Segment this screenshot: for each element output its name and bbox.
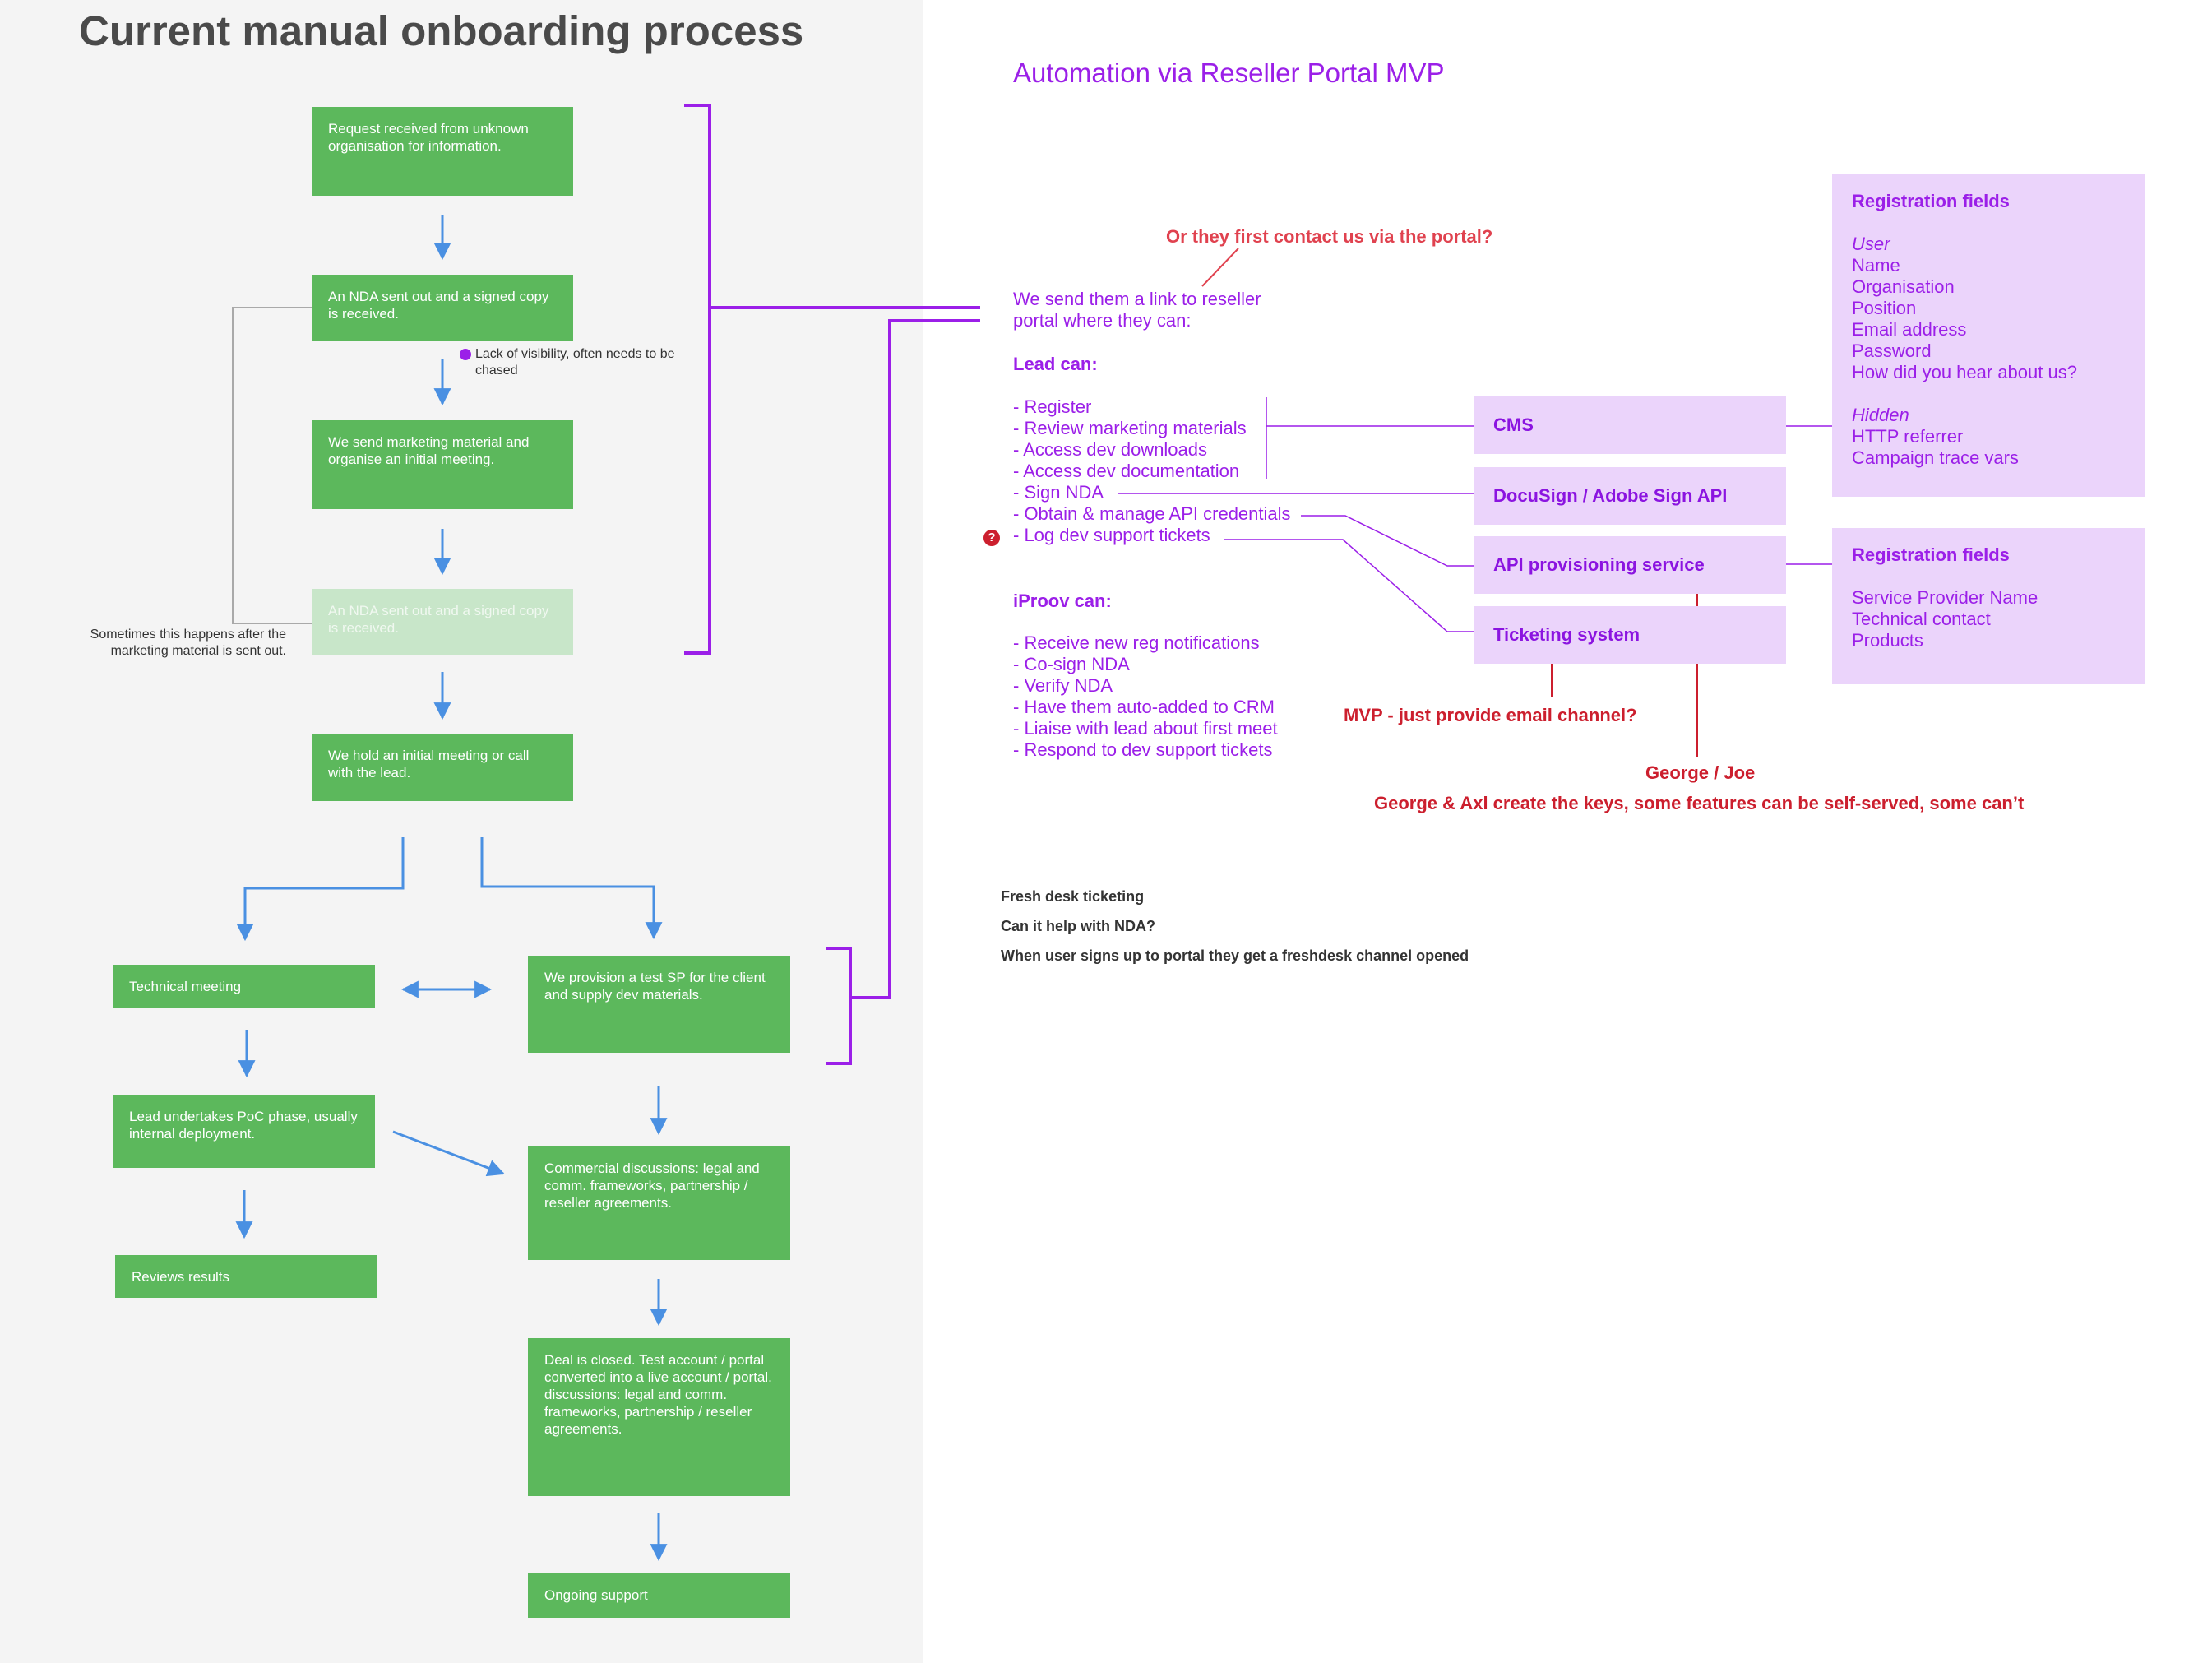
lead-item: - Register [1013, 396, 1092, 417]
sometimes-note: Sometimes this happens after the marketi… [90, 628, 286, 658]
user-label: User [1852, 234, 1890, 254]
step-initial-meeting-label: We hold an initial meeting or call with … [328, 748, 530, 781]
system-cms: CMS [1474, 396, 1786, 454]
step-send-marketing-label: We send marketing material and organise … [328, 434, 530, 467]
step-technical-meeting-label: Technical meeting [129, 979, 242, 994]
mvp-note: MVP - just provide email channel? [1344, 705, 1637, 725]
lead-item: - Log dev support tickets [1013, 525, 1210, 545]
visibility-note: Lack of visibility, often needs to be ch… [475, 347, 675, 378]
sometimes-bracket [232, 307, 312, 624]
iproov-item: - Respond to dev support tickets [1013, 739, 1273, 760]
iproov-capabilities-list: - Receive new reg notifications - Co-sig… [1013, 632, 1278, 761]
iproov-item: - Co-sign NDA [1013, 654, 1130, 674]
iproov-heading: iProov can: [1013, 591, 1112, 611]
reg-field: Campaign trace vars [1852, 447, 2019, 468]
registration-fields-service: Registration fields Service Provider Nam… [1832, 528, 2145, 684]
registration-fields-heading: Registration fields [1852, 544, 2010, 565]
lead-item: - Access dev downloads [1013, 439, 1208, 460]
intro-text: We send them a link to reseller portal w… [1013, 289, 1261, 331]
lead-capabilities-list: - Register - Review marketing materials … [1013, 396, 1291, 546]
step-ongoing-support-label: Ongoing support [544, 1587, 648, 1603]
question-icon: ? [983, 530, 1000, 546]
arrow-meeting-to-technical [236, 837, 405, 942]
step-deal-closed: Deal is closed. Test account / portal co… [528, 1338, 790, 1496]
line-tickets-to-ticketing [1224, 539, 1474, 632]
line-credentials-to-api [1301, 515, 1474, 567]
reg-field: Technical contact [1852, 609, 1991, 629]
nda-help-note: Can it help with NDA? [1001, 918, 1155, 934]
hidden-label: Hidden [1852, 405, 1909, 425]
registration-fields-user: Registration fields User Name Organisati… [1832, 174, 2145, 497]
intro-line-2: portal where they can: [1013, 310, 1192, 331]
purple-bracket-bottom [826, 947, 852, 1065]
step-reviews-results-label: Reviews results [132, 1269, 230, 1285]
step-provision-test-sp-label: We provision a test SP for the client an… [544, 970, 766, 1003]
lead-item: - Review marketing materials [1013, 418, 1247, 438]
step-reviews-results: Reviews results [115, 1255, 377, 1298]
step-request-received-label: Request received from unknown organisati… [328, 121, 529, 154]
system-api-provisioning-label: API provisioning service [1493, 554, 1705, 575]
lead-heading: Lead can: [1013, 354, 1098, 374]
arrow-meeting-to-provision [480, 837, 663, 940]
first-contact-question: Or they first contact us via the portal? [1166, 226, 1493, 247]
fresh-desk-note: Fresh desk ticketing [1001, 888, 1145, 905]
purple-bracket-bottom-link [850, 319, 980, 999]
intro-line-1: We send them a link to reseller [1013, 289, 1261, 309]
reg-field: Email address [1852, 319, 1967, 340]
reg-field: HTTP referrer [1852, 426, 1964, 447]
system-ticketing: Ticketing system [1474, 606, 1786, 664]
step-ongoing-support: Ongoing support [528, 1573, 790, 1618]
step-initial-meeting: We hold an initial meeting or call with … [312, 734, 573, 801]
lead-item: - Access dev documentation [1013, 461, 1240, 481]
lead-item: - Obtain & manage API credentials [1013, 503, 1291, 524]
step-nda-signed: An NDA sent out and a signed copy is rec… [312, 275, 573, 341]
iproov-item: - Verify NDA [1013, 675, 1113, 696]
iproov-item: - Liaise with lead about first meet [1013, 718, 1278, 739]
arrow-poc-to-commercial [392, 1130, 505, 1177]
reg-field: Organisation [1852, 276, 1955, 297]
purple-bracket-top [684, 104, 711, 655]
step-deal-closed-label: Deal is closed. Test account / portal co… [544, 1352, 772, 1437]
reg-field: Position [1852, 298, 1917, 318]
step-send-marketing: We send marketing material and organise … [312, 420, 573, 509]
step-provision-test-sp: We provision a test SP for the client an… [528, 956, 790, 1053]
visibility-dot-icon [460, 349, 471, 360]
system-docusign-label: DocuSign / Adobe Sign API [1493, 485, 1728, 506]
step-technical-meeting: Technical meeting [113, 965, 375, 1008]
step-commercial-discussions: Commercial discussions: legal and comm. … [528, 1146, 790, 1260]
system-docusign: DocuSign / Adobe Sign API [1474, 467, 1786, 525]
automation-title: Automation via Reseller Portal MVP [1013, 58, 1445, 88]
reg-field: Products [1852, 630, 1923, 651]
step-nda-signed-label: An NDA sent out and a signed copy is rec… [328, 289, 549, 322]
step-nda-alternate: An NDA sent out and a signed copy is rec… [312, 589, 573, 655]
reg-field: Password [1852, 340, 1932, 361]
system-cms-label: CMS [1493, 415, 1534, 435]
question-pointer [1201, 248, 1239, 287]
registration-fields-heading: Registration fields [1852, 191, 2010, 211]
page-title: Current manual onboarding process [79, 7, 804, 54]
system-ticketing-label: Ticketing system [1493, 624, 1640, 645]
george-axl-note: George & Axl create the keys, some featu… [1374, 793, 2025, 813]
iproov-item: - Receive new reg notifications [1013, 632, 1260, 653]
step-nda-alternate-label: An NDA sent out and a signed copy is rec… [328, 603, 549, 636]
step-commercial-discussions-label: Commercial discussions: legal and comm. … [544, 1160, 760, 1211]
freshdesk-channel-note: When user signs up to portal they get a … [1001, 947, 1469, 964]
lead-item: - Sign NDA [1013, 482, 1104, 503]
step-request-received: Request received from unknown organisati… [312, 107, 573, 196]
reg-field: Service Provider Name [1852, 587, 2038, 608]
reg-field: Name [1852, 255, 1900, 276]
step-poc-phase-label: Lead undertakes PoC phase, usually inter… [129, 1109, 358, 1142]
system-api-provisioning: API provisioning service [1474, 536, 1786, 594]
george-joe-note: George / Joe [1645, 762, 1756, 783]
step-poc-phase: Lead undertakes PoC phase, usually inter… [113, 1095, 375, 1168]
reg-field: How did you hear about us? [1852, 362, 2077, 382]
iproov-item: - Have them auto-added to CRM [1013, 697, 1275, 717]
